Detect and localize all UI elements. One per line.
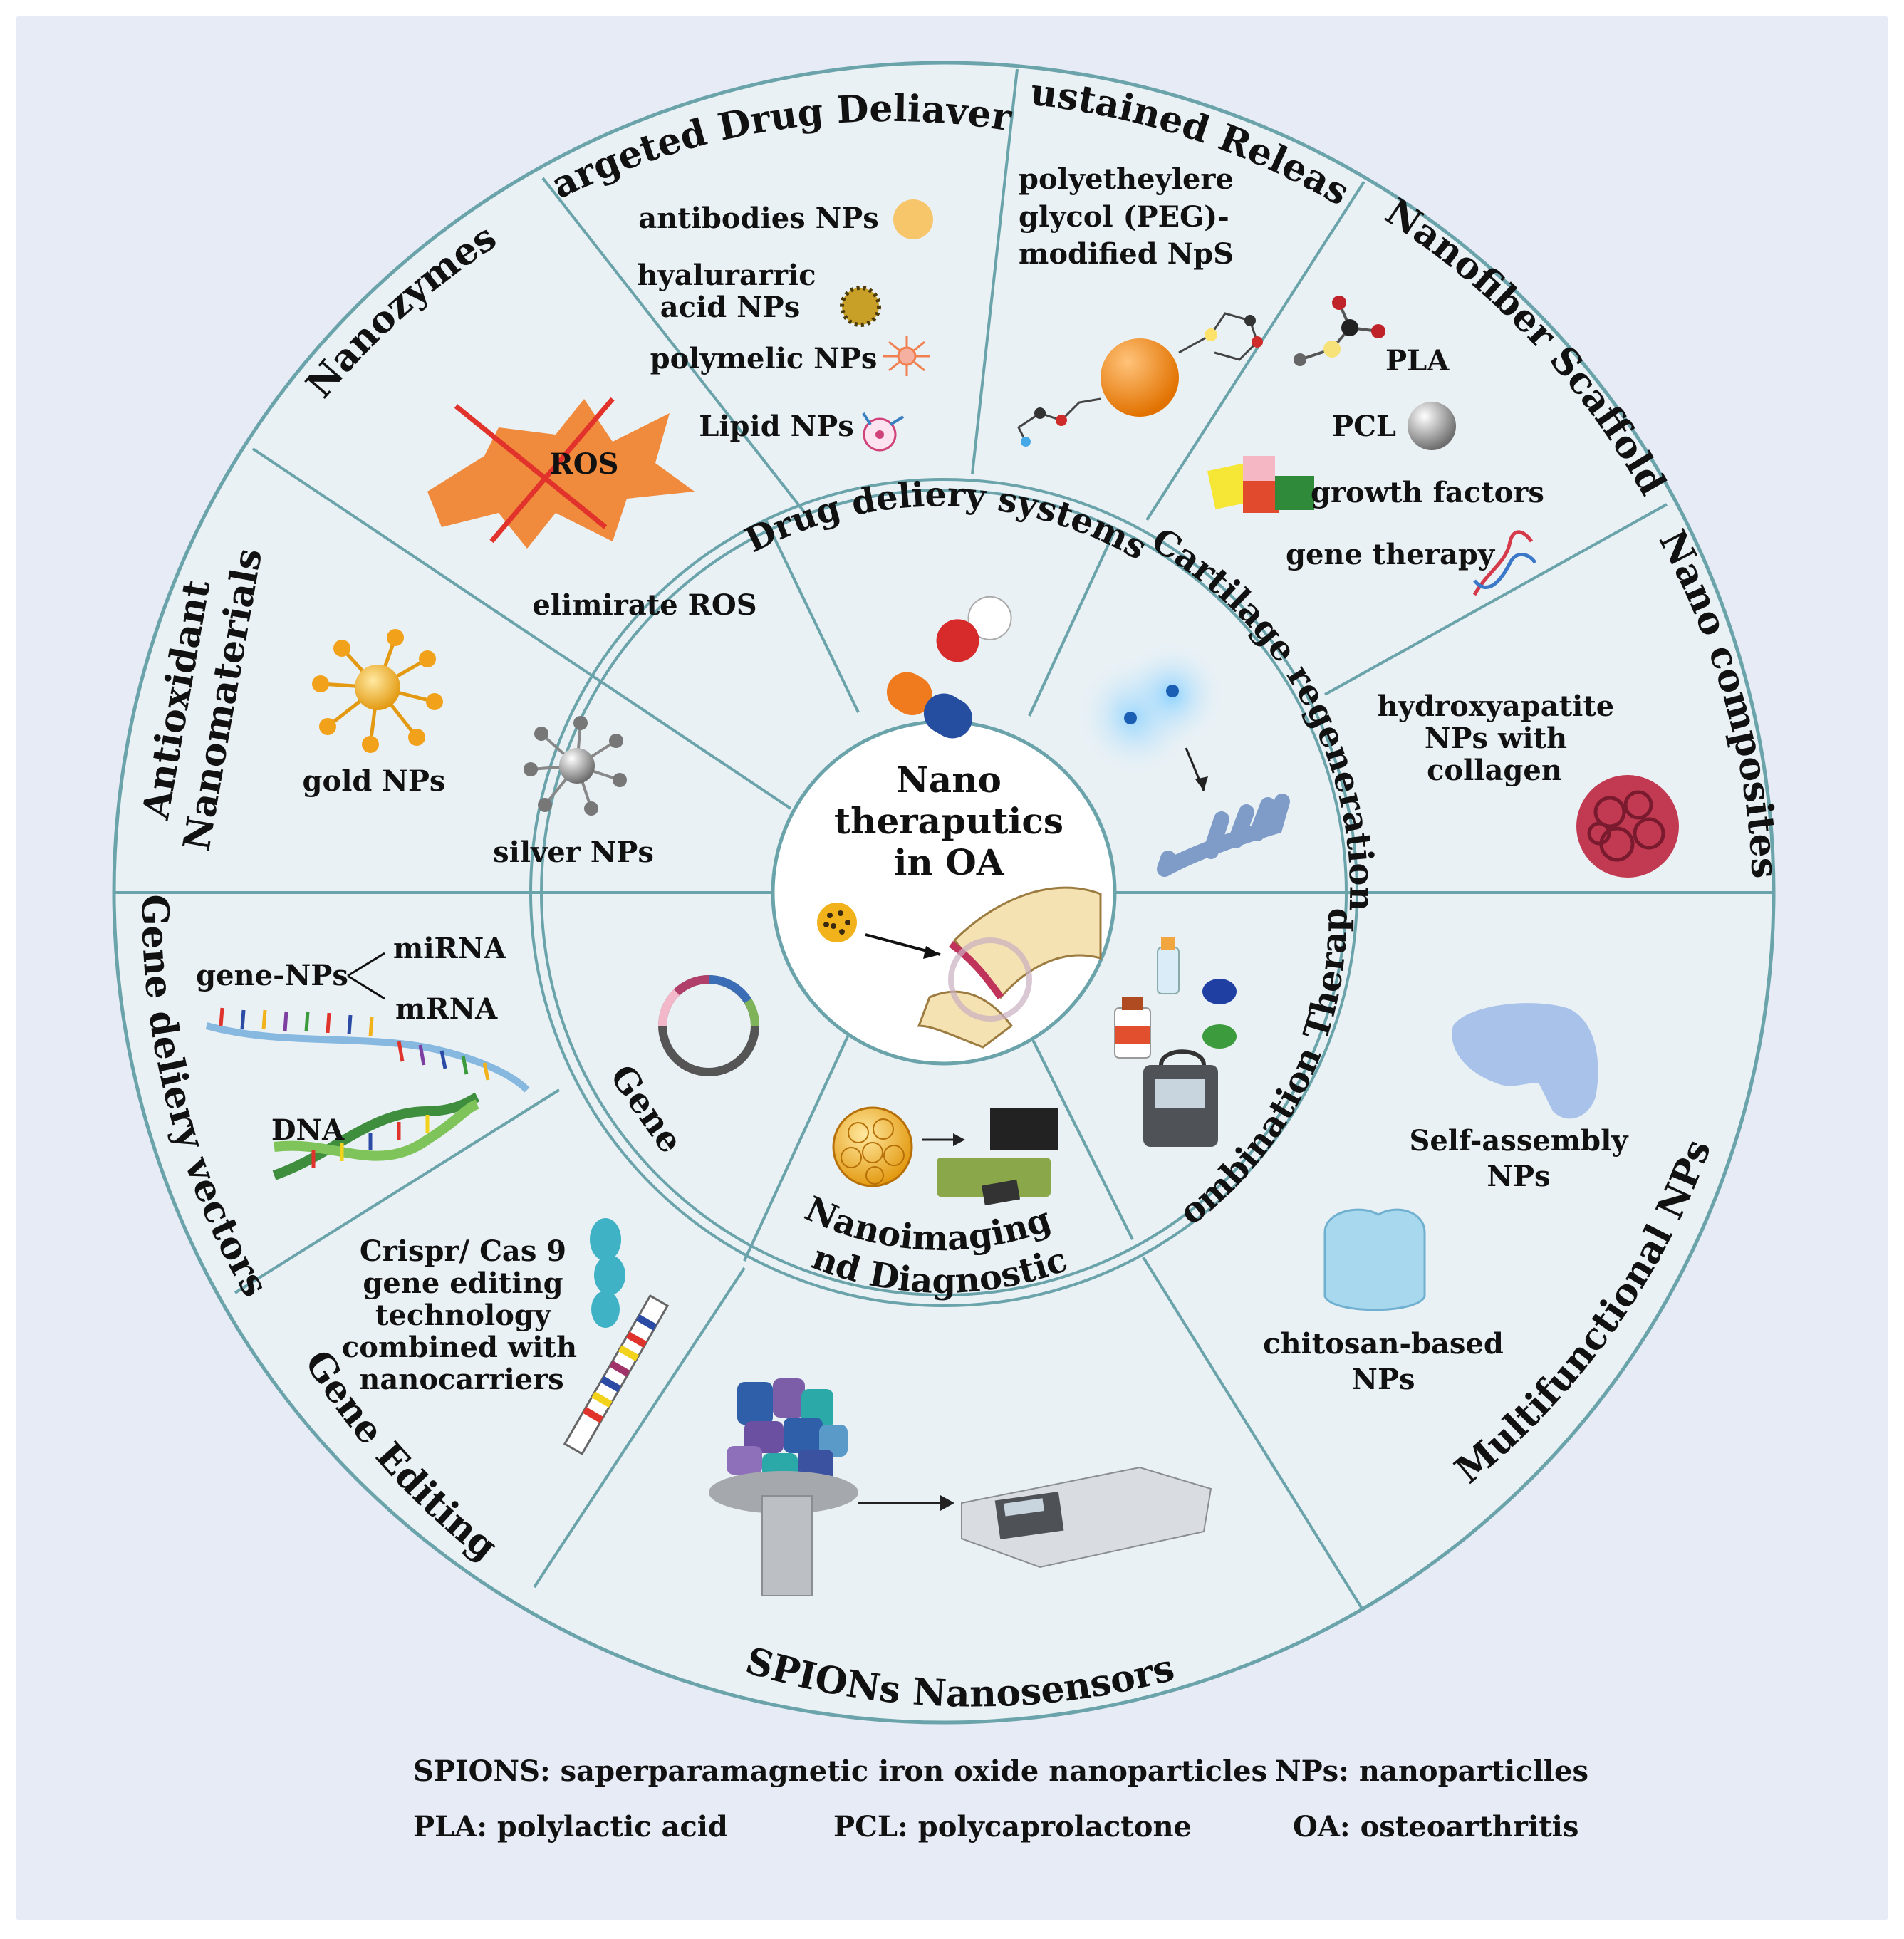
self-assembly-np-icon — [1452, 1003, 1598, 1119]
joint-icon — [917, 886, 1102, 1049]
lipid-np-icon — [862, 412, 905, 452]
pla-molecule-icon — [1294, 296, 1385, 366]
legend-pcl: PCL: polycaprolactone — [833, 1810, 1192, 1844]
vial-icon — [1157, 937, 1180, 994]
device-icon — [1143, 1049, 1218, 1147]
plasmid-segment-red — [673, 974, 709, 996]
label-ros: ROS — [550, 447, 619, 481]
rna-bases — [219, 1007, 490, 1081]
label-peg-3: modified NpS — [1019, 237, 1234, 271]
label-hydroxy-1: hydroxyapatite — [1378, 690, 1615, 723]
gene-nps-branch-icon — [347, 952, 385, 1000]
growth-factors-icon — [1207, 456, 1314, 513]
legend-nps: NPs: nanoparticlles — [1275, 1755, 1588, 1788]
peg-sphere-icon — [1101, 338, 1179, 417]
arrow-head-icon — [923, 946, 940, 959]
label-eliminate-ros: elimirate ROS — [532, 588, 756, 622]
label-gene-nps: gene-NPs — [196, 959, 348, 992]
label-lipid: Lipid NPs — [699, 410, 854, 443]
capsule-2-icon — [886, 672, 973, 739]
scanner-screen-icon — [981, 1179, 1021, 1206]
label-gene-therapy: gene therapy — [1286, 538, 1496, 571]
antibody-np-icon — [893, 199, 933, 239]
guide-strand-icon — [563, 1294, 670, 1455]
imaging-arrow-head-icon — [953, 1133, 965, 1146]
label-dna: DNA — [271, 1113, 345, 1147]
spion-platform-icon — [709, 1471, 858, 1514]
label-hydroxy-3: collagen — [1427, 754, 1562, 787]
cartilage-tissue-icon — [1157, 794, 1290, 877]
medicine-bottle-icon — [1114, 997, 1151, 1059]
cas9-protein-icon — [590, 1218, 625, 1328]
label-pcl: PCL — [1332, 410, 1396, 443]
label-hyaluronic-2: acid NPs — [660, 291, 801, 324]
label-gold: gold NPs — [303, 764, 446, 798]
plasmid-segment-blue — [708, 974, 752, 1004]
label-crispr-5: nanocarriers — [359, 1363, 563, 1396]
label-chitosan-1: chitosan-based — [1263, 1327, 1504, 1361]
scanner-icon — [937, 1158, 1051, 1197]
rna-strand-icon — [205, 1022, 530, 1093]
monitor-icon — [990, 1108, 1058, 1150]
hyaluronic-np-icon — [840, 286, 881, 327]
label-pla: PLA — [1385, 344, 1450, 378]
cartilage-cell-icon — [1076, 641, 1225, 776]
inner-dividers — [541, 519, 1346, 1262]
pcl-sphere-icon — [1408, 402, 1456, 450]
label-crispr-3: technology — [375, 1299, 552, 1332]
collagen-ball-icon — [1576, 775, 1679, 878]
plasmid-segment-green — [744, 998, 760, 1026]
spion-cluster-icon — [727, 1378, 848, 1482]
ros-cross-icon — [454, 397, 615, 544]
green-pill-icon — [1202, 1024, 1237, 1049]
label-chitosan-2: NPs — [1351, 1363, 1415, 1396]
peg-atoms — [1021, 315, 1263, 447]
dna-helix-small-icon — [1472, 530, 1537, 596]
label-mirna: miRNA — [393, 932, 506, 965]
label-growth-factors: growth factors — [1311, 476, 1544, 509]
label-peg-2: glycol (PEG)- — [1019, 200, 1229, 234]
chitosan-np-icon — [1323, 1208, 1426, 1311]
gold-np-icon — [312, 629, 443, 753]
label-peg-1: polyetheylere — [1019, 162, 1234, 196]
center-title-line1: Nano — [896, 759, 1002, 801]
label-polymelic: polymelic NPs — [650, 342, 878, 375]
label-hyaluronic-1: hyalurarric — [637, 259, 816, 292]
scale-device-icon — [961, 1466, 1212, 1569]
label-self-assembly-2: NPs — [1487, 1160, 1550, 1193]
spion-arrow-head-icon — [940, 1495, 954, 1511]
legend-spions: SPIONS: saperparamagnetic iron oxide nan… — [413, 1755, 1267, 1788]
center-title-line3: in OA — [893, 841, 1004, 883]
spion-stand-icon — [761, 1495, 813, 1596]
legend-pla: PLA: polylactic acid — [413, 1810, 728, 1844]
label-self-assembly-1: Self-assembly — [1409, 1124, 1629, 1158]
blue-pill-icon — [1202, 979, 1237, 1004]
label-hydroxy-2: NPs with — [1425, 722, 1567, 755]
label-crispr-2: gene editing — [363, 1267, 563, 1300]
nanoparticle-icon — [817, 903, 857, 942]
label-antibodies: antibodies NPs — [638, 202, 879, 235]
dna-rungs — [311, 1115, 430, 1168]
label-silver: silver NPs — [493, 836, 654, 869]
silver-np-icon — [524, 716, 627, 816]
capsule-icon — [936, 596, 1012, 662]
label-crispr-4: combined with — [342, 1331, 577, 1364]
fullerene-cells — [841, 1118, 905, 1185]
fullerene-icon — [832, 1106, 913, 1187]
center-title-line2: theraputics — [834, 800, 1063, 842]
inner-ring-outer — [529, 478, 1358, 1307]
label-crispr-1: Crispr/ Cas 9 — [360, 1234, 566, 1268]
polymeric-np-icon — [883, 336, 930, 376]
label-mrna: mRNA — [395, 992, 498, 1026]
cartilage-arrow-head-icon — [1195, 776, 1208, 791]
legend-oa: OA: osteoarthritis — [1293, 1810, 1578, 1844]
plasmid-segment-pink — [657, 989, 680, 1026]
